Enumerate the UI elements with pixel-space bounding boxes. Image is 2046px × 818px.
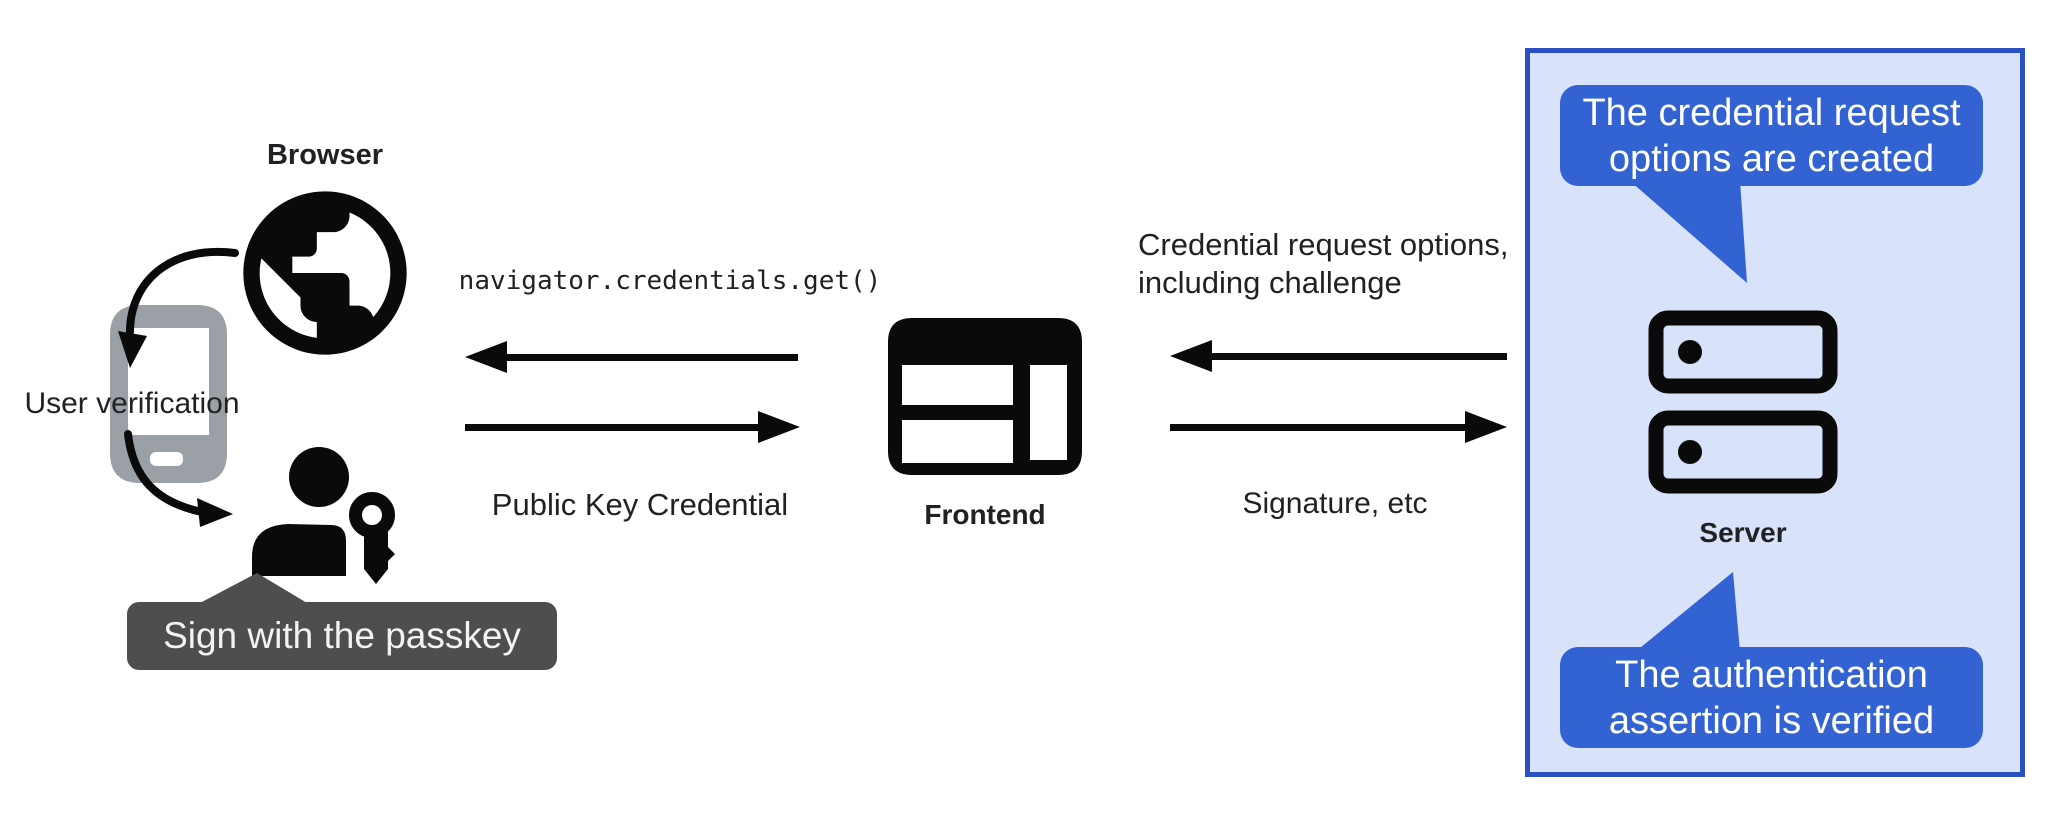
credential-request-options-label: Credential request options, including ch… <box>1138 226 1558 302</box>
server-note-top: The credential request options are creat… <box>1560 85 1983 186</box>
arrowhead-right <box>1465 411 1507 443</box>
server-note-bottom-line-2: assertion is verified <box>1608 699 1935 742</box>
arrow-shaft <box>1170 424 1469 431</box>
user-verification-label: User verification <box>24 387 240 420</box>
server-note-bottom: The authentication assertion is verified <box>1560 647 1983 748</box>
arrow-shaft <box>503 354 798 361</box>
server-rack-icon <box>1648 310 1838 494</box>
browser-label: Browser <box>266 139 384 171</box>
curved-flow-arrows <box>118 247 239 527</box>
arrow-frontend-to-browser <box>465 341 798 373</box>
frontend-label: Frontend <box>924 499 1046 530</box>
arrow-shaft <box>465 424 762 431</box>
arrow-frontend-to-server <box>1170 411 1507 443</box>
arrowhead-left <box>465 341 507 373</box>
passkey-tooltip-text: Sign with the passkey <box>163 615 521 656</box>
server-label: Server <box>1699 517 1787 548</box>
public-key-credential-label: Public Key Credential <box>491 487 789 522</box>
server-panel: The credential request options are creat… <box>1525 48 2025 777</box>
speech-bubble-tails <box>1630 181 1747 652</box>
credential-request-line-2: including challenge <box>1138 265 1402 300</box>
credential-request-line-1: Credential request options, <box>1138 227 1509 262</box>
server-note-top-line-2: options are created <box>1608 137 1935 180</box>
server-note-top-line-1: The credential request <box>1582 91 1961 134</box>
navigator-credentials-get-label: navigator.credentials.get() <box>458 266 882 296</box>
arrow-browser-to-frontend <box>465 411 800 443</box>
passkey-tooltip: Sign with the passkey <box>127 602 557 670</box>
user-with-passkey-icon <box>252 447 395 584</box>
server-note-bottom-line-1: The authentication <box>1615 653 1928 696</box>
passkey-tooltip-tail <box>200 573 307 603</box>
arrowhead-right <box>758 411 800 443</box>
frontend-window-icon <box>888 318 1082 475</box>
globe-browser-icon <box>243 191 407 355</box>
smartphone-icon <box>110 305 227 483</box>
arrow-shaft <box>1208 353 1507 360</box>
arrow-server-to-frontend <box>1170 340 1507 372</box>
signature-etc-label: Signature, etc <box>1242 487 1428 520</box>
arrowhead-left <box>1170 340 1212 372</box>
